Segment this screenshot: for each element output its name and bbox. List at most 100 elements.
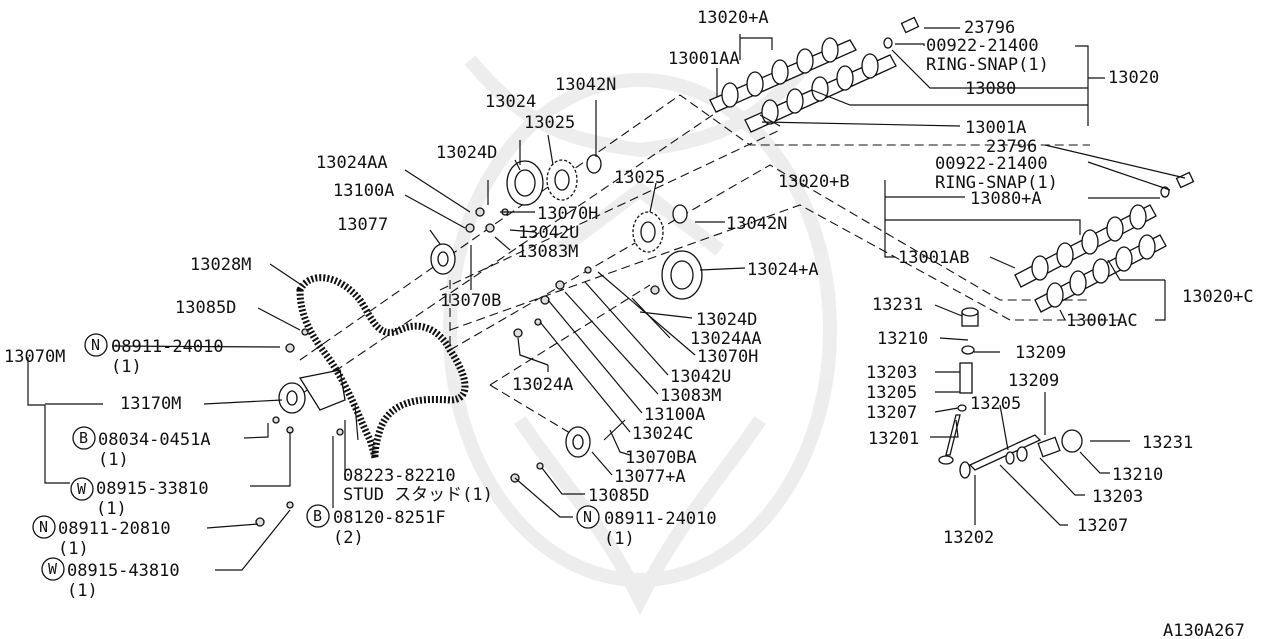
label-13024AA-mid: 13024AA [690, 329, 762, 349]
svg-text:N: N [91, 336, 100, 354]
label-13042U-top: 13042U [518, 223, 579, 243]
label-13205-right: 13205 [970, 394, 1021, 414]
svg-text:N: N [583, 508, 592, 526]
label-13083M-top: 13083M [517, 242, 578, 262]
label-13207-left: 13207 [866, 403, 917, 423]
valve-assembly-left [938, 307, 979, 465]
svg-text:B: B [79, 429, 88, 447]
label-13001AC: 13001AC [1066, 311, 1138, 331]
label-qty-2: (2) [333, 528, 364, 548]
svg-text:W: W [77, 480, 87, 498]
label-stud: STUD スタッド(1) [343, 485, 493, 505]
label-13202: 13202 [943, 528, 994, 548]
part-labels: 13020+A 13001AA 23796 00922-21400 RING-S… [4, 8, 1254, 639]
label-13001AA: 13001AA [668, 49, 740, 69]
small-fasteners [255, 207, 660, 527]
circle-marks [32, 333, 600, 581]
label-13025-mid: 13025 [614, 168, 665, 188]
label-13080: 13080 [965, 79, 1016, 99]
svg-text:W: W [48, 560, 58, 578]
label-13020C: 13020+C [1182, 287, 1254, 307]
label-13024D-top: 13024D [436, 143, 497, 163]
label-13028M: 13028M [190, 255, 251, 275]
sprocket-13025b [632, 211, 664, 253]
label-13100A-top: 13100A [333, 181, 394, 201]
label-13203-right: 13203 [1092, 487, 1143, 507]
label-13042U-mid: 13042U [670, 367, 731, 387]
seal-13042N-b [672, 204, 688, 224]
label-13077: 13077 [337, 215, 388, 235]
label-08911-24010-left: 08911-24010 [111, 337, 224, 357]
camshaft-13001AC [1034, 234, 1167, 313]
label-13070M: 13070M [4, 347, 65, 367]
label-13210-right: 13210 [1112, 465, 1163, 485]
label-13077plusA: 13077+A [614, 467, 686, 487]
label-00922-mid: 00922-21400 [935, 154, 1048, 174]
label-ring-snap-mid: RING-SNAP(1) [935, 173, 1058, 193]
valve-assembly-right [959, 429, 1083, 479]
label-13042N-mid: 13042N [726, 214, 787, 234]
label-23796-mid: 23796 [986, 137, 1037, 157]
label-23796-top: 23796 [964, 18, 1015, 38]
diagram-code: A130A267 [1163, 621, 1245, 639]
label-13070H-mid: 13070H [697, 347, 758, 367]
camshaft-13001AB [1014, 204, 1157, 288]
label-13024: 13024 [485, 92, 536, 112]
label-qty-1b: (1) [98, 450, 129, 470]
label-08911-24010-mid: 08911-24010 [604, 509, 717, 529]
label-13024D-mid: 13024D [696, 310, 757, 330]
label-13201: 13201 [868, 429, 919, 449]
seal-13042N-a [586, 154, 602, 174]
label-08034: 08034-0451A [98, 430, 211, 450]
label-13042N-top: 13042N [555, 75, 616, 95]
pulley-13077A [565, 426, 591, 458]
label-qty-1c: (1) [96, 499, 127, 519]
label-qty-1d: (1) [58, 539, 89, 559]
label-13100A-mid: 13100A [644, 405, 705, 425]
label-qty-1e: (1) [67, 581, 98, 601]
label-13170M: 13170M [120, 394, 181, 414]
label-13207-right: 13207 [1077, 516, 1128, 536]
label-13209-right: 13209 [1008, 371, 1059, 391]
leader-lines [27, 27, 1186, 571]
pulley-13077 [430, 243, 456, 275]
label-13231-left: 13231 [872, 295, 923, 315]
label-13001AB: 13001AB [898, 248, 970, 268]
label-08915-43810: 08915-43810 [67, 561, 180, 581]
sprocket-13024A [661, 250, 703, 300]
label-13024A: 13024A [512, 375, 573, 395]
sprocket-13024 [506, 160, 544, 206]
label-08911-20810: 08911-20810 [58, 519, 171, 539]
camshaft-13001AA [709, 37, 857, 113]
label-13020B: 13020+B [778, 172, 850, 192]
label-13209-left: 13209 [1015, 343, 1066, 363]
label-13083M-mid: 13083M [660, 386, 721, 406]
label-13020A: 13020+A [697, 8, 769, 28]
label-13020: 13020 [1108, 68, 1159, 88]
svg-text:B: B [313, 507, 322, 525]
label-13070H-top: 13070H [537, 204, 598, 224]
label-08915-33810: 08915-33810 [96, 479, 209, 499]
label-13205-left: 13205 [866, 383, 917, 403]
label-qty-1a: (1) [111, 357, 142, 377]
label-13070BA: 13070BA [625, 448, 697, 468]
label-13231-right: 13231 [1142, 433, 1193, 453]
label-qty-1f: (1) [604, 529, 635, 549]
label-13085D-mid: 13085D [588, 486, 649, 506]
label-13080A: 13080+A [970, 189, 1042, 209]
label-08223: 08223-82210 [343, 466, 456, 486]
label-13025-top: 13025 [524, 113, 575, 133]
sprocket-13025a [546, 159, 578, 201]
label-00922-top: 00922-21400 [926, 36, 1039, 56]
label-ring-snap-top: RING-SNAP(1) [926, 55, 1049, 75]
label-13024AA-top: 13024AA [316, 153, 388, 173]
label-13024plusA: 13024+A [747, 260, 819, 280]
label-08120: 08120-8251F [333, 508, 446, 528]
label-13085D-top: 13085D [175, 298, 236, 318]
svg-text:N: N [39, 518, 48, 536]
tensioner-13170M [278, 369, 346, 414]
label-13210-left: 13210 [877, 329, 928, 349]
circle-mark-letters: N B W N W B N [39, 336, 592, 578]
